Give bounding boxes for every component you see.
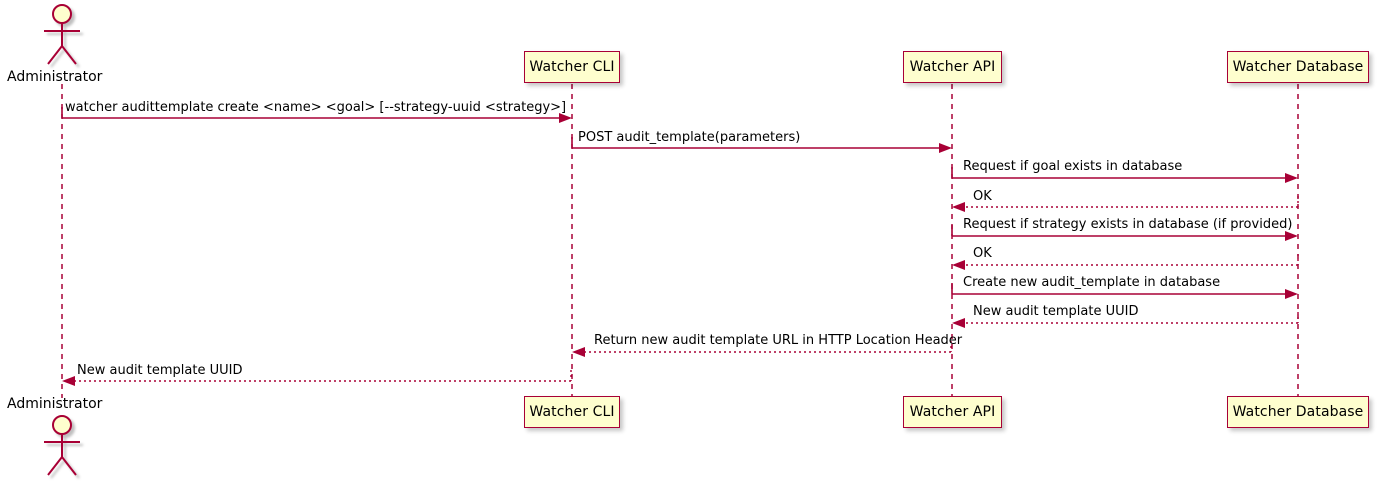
message-label-10: New audit template UUID [77, 363, 243, 378]
participant-label-watcher-api: Watcher API [909, 59, 996, 75]
participant-box-watcher-db-bottom[interactable]: Watcher Database [1227, 396, 1369, 428]
participant-box-watcher-cli-top[interactable]: Watcher CLI [524, 51, 620, 83]
participant-label-watcher-cli-bottom: Watcher CLI [529, 404, 615, 420]
message-label-1: watcher audittemplate create <name> <goa… [65, 100, 567, 115]
participant-label-watcher-api-bottom: Watcher API [909, 404, 996, 420]
message-arrow-4 [952, 196, 1299, 212]
message-label-7: Create new audit_template in database [963, 275, 1221, 290]
participant-box-watcher-api-bottom[interactable]: Watcher API [903, 396, 1002, 428]
message-label-2: POST audit_template(parameters) [578, 130, 801, 145]
actor-label-administrator-top: Administrator [7, 69, 103, 85]
participant-label-watcher-db: Watcher Database [1232, 59, 1364, 75]
participant-label-watcher-db-bottom: Watcher Database [1232, 404, 1364, 420]
message-label-3: Request if goal exists in database [963, 159, 1183, 174]
participant-label-watcher-cli: Watcher CLI [529, 59, 615, 75]
participant-box-watcher-db-top[interactable]: Watcher Database [1227, 51, 1369, 83]
message-label-5: Request if strategy exists in database (… [963, 217, 1293, 232]
actor-label-administrator-bottom: Administrator [7, 396, 103, 412]
message-label-6: OK [973, 246, 992, 261]
participant-box-watcher-cli-bottom[interactable]: Watcher CLI [524, 396, 620, 428]
participant-box-watcher-api-top[interactable]: Watcher API [903, 51, 1002, 83]
message-arrow-6 [952, 254, 1299, 270]
actor-administrator-top [44, 4, 80, 65]
message-label-8: New audit template UUID [973, 304, 1139, 319]
message-label-9: Return new audit template URL in HTTP Lo… [594, 333, 963, 348]
actor-administrator-bottom [44, 415, 80, 476]
message-label-4: OK [973, 189, 992, 204]
